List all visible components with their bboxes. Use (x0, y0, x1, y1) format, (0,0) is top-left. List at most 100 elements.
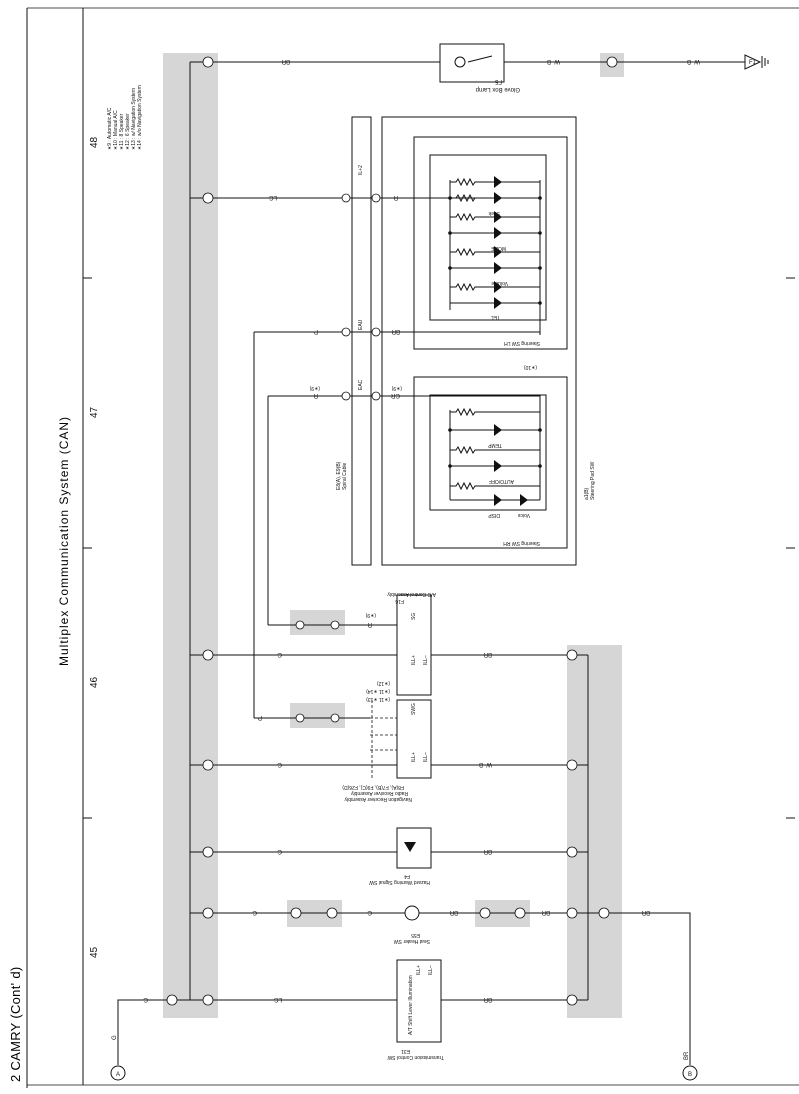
steering-sw-lh-label: Steering SW LH (504, 340, 540, 346)
steering-pad-outer (381, 116, 577, 566)
hazard-led-icon (404, 842, 416, 852)
steering-sw-rh-label: Steering SW RH (503, 540, 540, 546)
switch-label-tel: TEL (491, 314, 500, 320)
connector (566, 907, 578, 919)
spiral-pin-eau: EAU (358, 319, 364, 330)
glove-box-lamp-box (439, 43, 505, 83)
wire-color-label: BR (483, 848, 492, 854)
notes-legend: ∗9 : Automatic A/C ∗10 : Manual A/C ∗11 … (107, 85, 143, 150)
steering-pad-code: a1(B) (584, 487, 590, 500)
connector (341, 193, 351, 203)
wire-color-label: G (277, 848, 282, 854)
spiral-cable-box (351, 116, 372, 566)
switch-label-auto-off: AUTO/OFF (489, 478, 514, 484)
steering-sw-lh-inner (429, 154, 547, 321)
condition-note: (∗9) (391, 385, 402, 391)
switch-label-mode: MODE (490, 245, 506, 251)
terminal-b: B (682, 1065, 698, 1081)
wire-color-label: G (367, 909, 372, 915)
junction-block-right (567, 645, 622, 1018)
note-line: ∗14 : w/o Navigation System (137, 85, 143, 150)
condition-note: (∗12) (377, 680, 390, 686)
condition-note: (∗11 ∗13) (366, 696, 390, 702)
steering-pad-name: Steering Pad SW (590, 461, 596, 500)
spiral-cable-code: E8(A), E9(B) (336, 461, 342, 490)
connector (341, 391, 351, 401)
connector (566, 994, 578, 1006)
column-number: 48 (89, 136, 100, 148)
system-title: Multiplex Communication System (CAN) (57, 416, 71, 666)
glove-box-code: F5 (494, 78, 502, 84)
ac-control-box (396, 594, 432, 696)
switch-label-disp: DISP (488, 512, 500, 518)
switch-auto-off: AUTO/OFF (450, 445, 540, 484)
condition-note: (∗9) (309, 385, 320, 391)
svg-text:A: A (116, 1072, 120, 1078)
lamp-bulb-icon (454, 56, 466, 68)
pin-ill-plus: ILL+ (411, 655, 417, 665)
connector (202, 56, 214, 68)
switch-label-voice: Voice (518, 512, 530, 518)
wire-color-label: BR (281, 58, 290, 64)
connector (371, 327, 381, 337)
column-number: 45 (89, 946, 100, 958)
connector (566, 649, 578, 661)
wire-color-label: G (277, 761, 282, 767)
wire-color-label: BR (641, 909, 650, 915)
wire-color-label: W–B (547, 58, 560, 64)
note-line: ∗11 : 8 Speaker (119, 113, 125, 150)
connector (202, 846, 214, 858)
connector (295, 620, 305, 630)
switch-mode: MODE (450, 211, 540, 251)
wire-color-label: BR (483, 651, 492, 657)
wire-color-label: LG (274, 996, 282, 1002)
steering-sw-lh-box (413, 136, 568, 350)
spiral-pin-il2: IL+2 (358, 165, 364, 175)
steering-sw-rh-box (413, 376, 568, 549)
pin-ill-minus: ILL– (423, 655, 429, 665)
wire-color-label: G (277, 651, 282, 657)
wire-color-label: G (252, 909, 257, 915)
radio-name-2: Navigation Receiver Assembly (344, 796, 412, 802)
ac-control-code: F16 (395, 598, 404, 604)
pin-ill-minus: ILL– (423, 752, 429, 762)
switch-seek: Seek (450, 176, 540, 216)
pin-ill-plus: ILL+ (411, 752, 417, 762)
note-line: ∗10 : Manual A/C (113, 110, 119, 150)
connector (295, 713, 305, 723)
lh-switch-ladder: Seek MODE Volume TEL (448, 176, 542, 335)
wire-color-label: R (393, 194, 398, 200)
connector (330, 713, 340, 723)
connector (371, 391, 381, 401)
connector (202, 649, 214, 661)
spiral-pin-eac: EAC (358, 379, 364, 390)
switch-label-temp: TEMP (487, 442, 502, 448)
transmission-inner-label: A/T Shift Lever Illumination (408, 975, 414, 1035)
switch-tel: TEL (450, 281, 540, 320)
svg-text:B: B (688, 1072, 692, 1078)
seat-heater-name: Seat Heater SW (394, 938, 430, 944)
switch-volume: Volume (450, 246, 540, 286)
connector (330, 620, 340, 630)
steering-sw-rh-inner (429, 394, 547, 511)
connector (514, 907, 526, 919)
wire-color-label: BR (483, 996, 492, 1002)
wire-color-label: P (258, 714, 262, 720)
connector (202, 759, 214, 771)
seat-heater-code: E55 (411, 932, 420, 938)
wire-color-label: R (313, 392, 318, 398)
radio-receiver-box (396, 699, 432, 779)
wire-color-label: P (314, 328, 318, 334)
connector (566, 846, 578, 858)
transmission-code: E31 (401, 1048, 410, 1054)
note-line: ∗9 : Automatic A/C (107, 107, 113, 150)
connector (202, 907, 214, 919)
wire-color-label: GR (390, 392, 400, 398)
connector (202, 994, 214, 1006)
switch-disp-voice: DISP Voice (450, 481, 540, 518)
wire-g-terminal (117, 999, 167, 1065)
pin-ill-minus: ILL– (428, 965, 434, 975)
lamp-switch-icon (467, 55, 493, 63)
hazard-name: Hazard Warning Signal SW (369, 879, 430, 885)
